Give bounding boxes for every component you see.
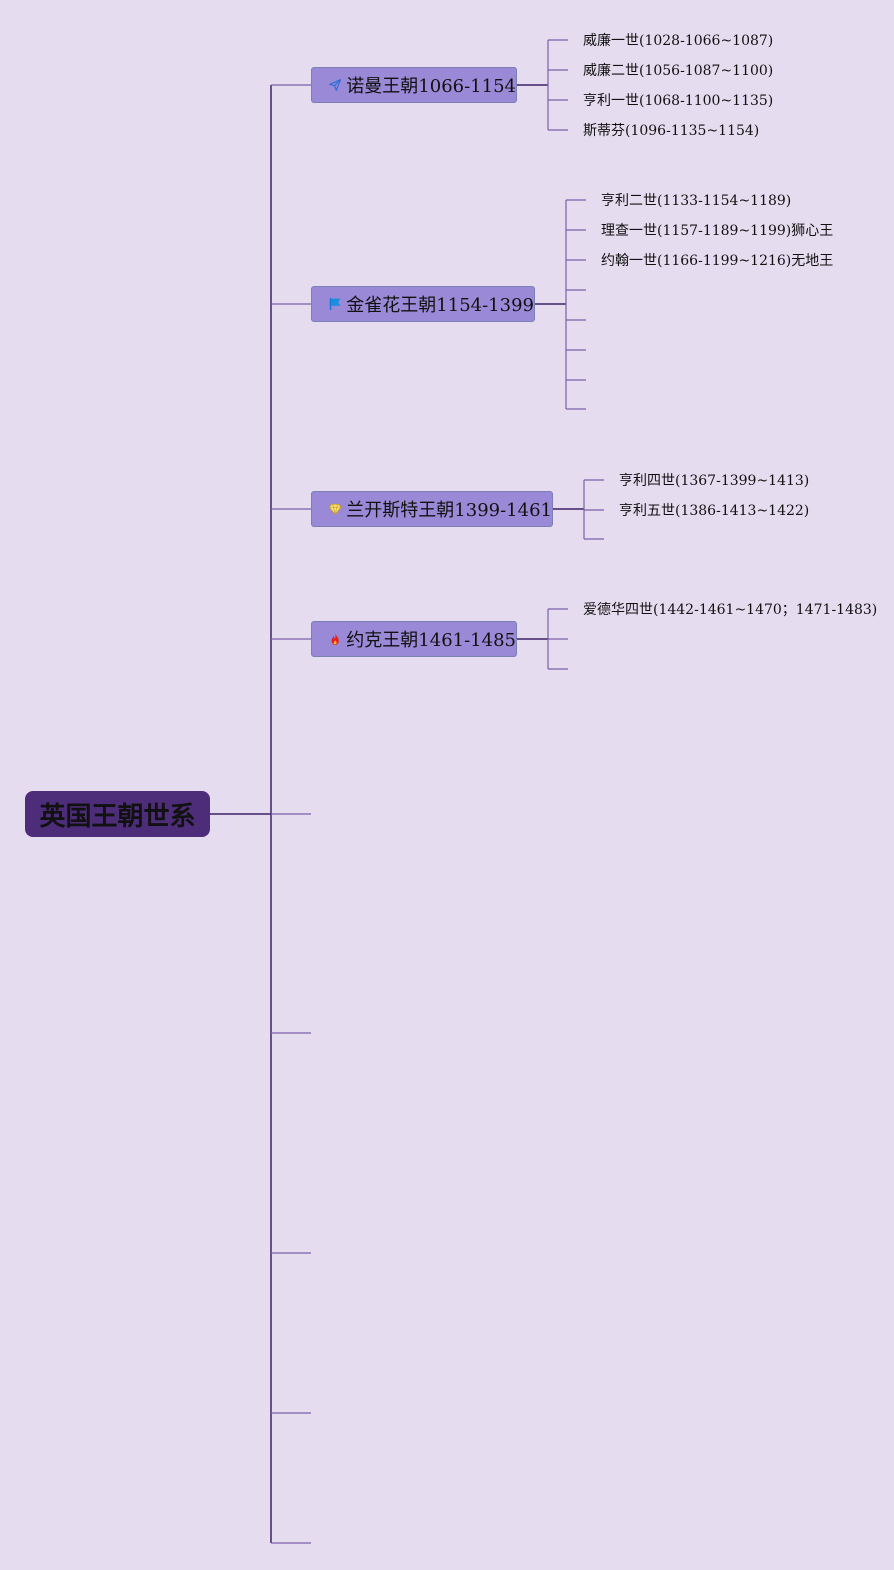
branch-stubs	[271, 84, 311, 1544]
leaf-john[interactable]: 约翰一世(1166-1199~1216)无地王	[601, 253, 834, 269]
branch-label: 金雀花王朝1154-1399	[346, 295, 534, 316]
root-topic-label: 英国王朝世系	[39, 801, 196, 832]
branch-lancaster[interactable]: 兰开斯特王朝1399-1461	[311, 491, 553, 527]
branch-label: 诺曼王朝1066-1154	[346, 76, 516, 97]
branch-label: 兰开斯特王朝1399-1461	[346, 500, 552, 521]
root-topic[interactable]: 英国王朝世系	[25, 791, 210, 837]
leaf-edward-iv[interactable]: 爱德华四世(1442-1461~1470；1471-1483)	[583, 602, 878, 618]
norman-connectors	[517, 39, 568, 131]
leaf-william-i[interactable]: 威廉一世(1028-1066~1087)	[583, 33, 774, 49]
branch-label: 约克王朝1461-1485	[346, 630, 516, 651]
diamond-icon	[328, 503, 342, 515]
branch-plantagenet[interactable]: 金雀花王朝1154-1399	[311, 286, 535, 322]
york-connectors	[517, 608, 568, 670]
lancaster-connectors	[553, 479, 604, 540]
leaf-henry-iv[interactable]: 亨利四世(1367-1399~1413)	[619, 473, 810, 489]
branch-norman[interactable]: 诺曼王朝1066-1154	[311, 67, 517, 103]
paper-plane-icon	[329, 79, 342, 91]
leaf-william-ii[interactable]: 威廉二世(1056-1087~1100)	[583, 63, 774, 79]
leaf-henry-i[interactable]: 亨利一世(1068-1100~1135)	[583, 93, 774, 109]
leaf-henry-v[interactable]: 亨利五世(1386-1413~1422)	[619, 503, 810, 519]
leaf-richard-i[interactable]: 理查一世(1157-1189~1199)狮心王	[601, 223, 834, 239]
leaf-henry-ii[interactable]: 亨利二世(1133-1154~1189)	[601, 193, 792, 209]
fire-icon	[331, 633, 339, 645]
flag-icon	[329, 298, 341, 310]
branch-york[interactable]: 约克王朝1461-1485	[311, 621, 517, 657]
plantagenet-connectors	[535, 199, 586, 410]
leaf-stephen[interactable]: 斯蒂芬(1096-1135~1154)	[583, 123, 760, 139]
